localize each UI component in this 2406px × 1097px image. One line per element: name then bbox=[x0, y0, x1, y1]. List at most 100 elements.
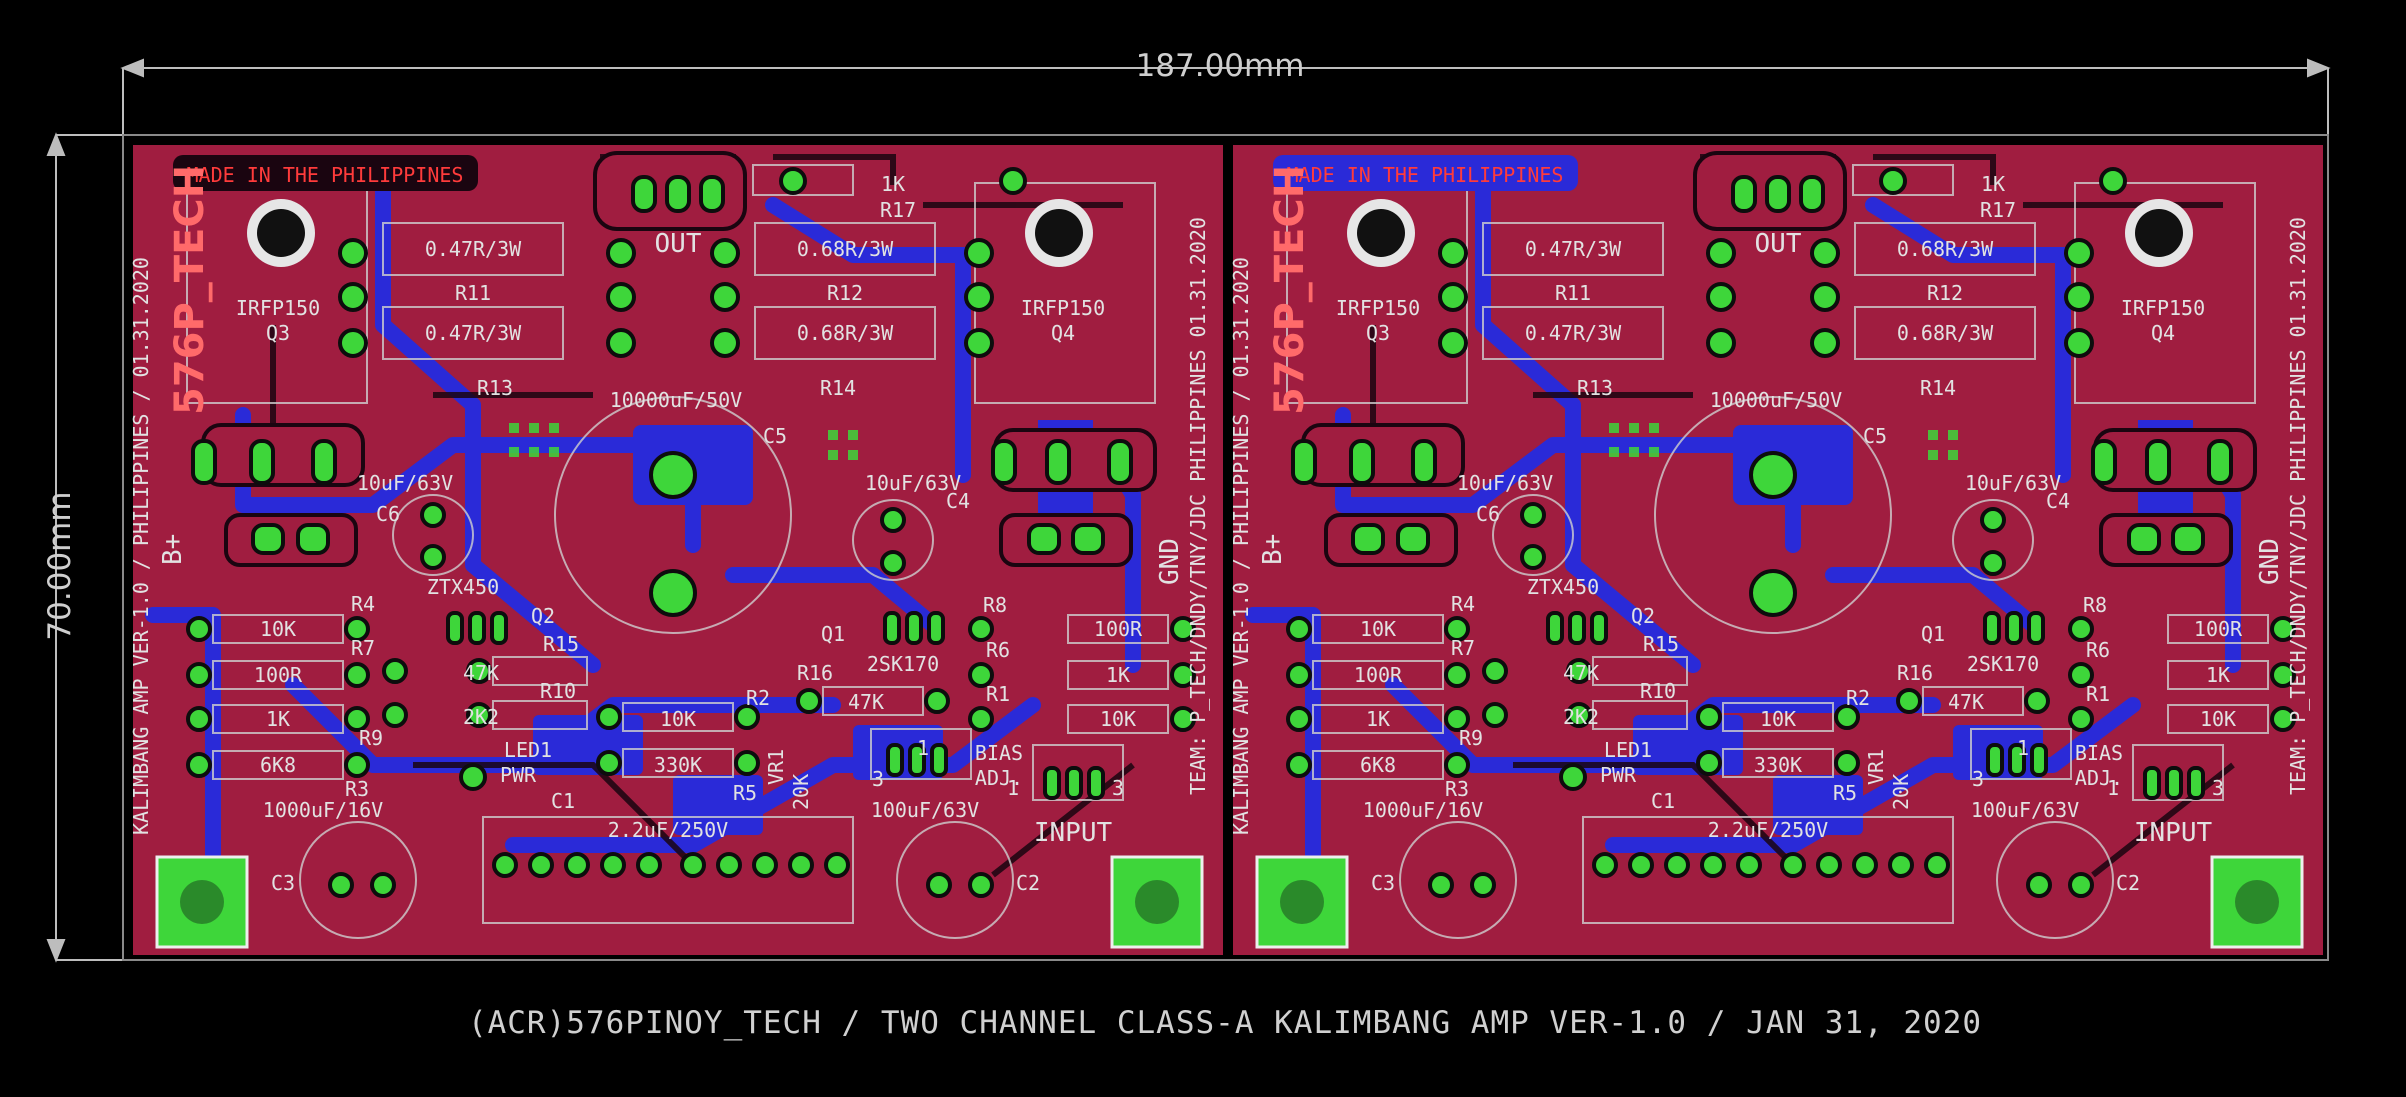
r6-ref: R6 bbox=[2086, 638, 2110, 662]
r17-value: 1K bbox=[1981, 172, 2005, 196]
c6-ref: C6 bbox=[376, 502, 400, 526]
r13-ref: R13 bbox=[1577, 376, 1613, 400]
r4-ref: R4 bbox=[351, 592, 375, 616]
r7-ref: R7 bbox=[351, 636, 375, 660]
q1-type: 2SK170 bbox=[867, 652, 939, 676]
r11-value: 0.47R/3W bbox=[1525, 237, 1622, 261]
bias-label: BIAS bbox=[2075, 741, 2123, 765]
r10-value: 2K2 bbox=[463, 705, 499, 729]
r5-ref: R5 bbox=[1833, 781, 1857, 805]
input-label: INPUT bbox=[1034, 818, 1113, 848]
ztx450-label: ZTX450 bbox=[427, 575, 499, 599]
r16-value: 47K bbox=[1948, 690, 1984, 714]
r7-value: 100R bbox=[254, 663, 303, 687]
out-label: OUT bbox=[655, 229, 702, 259]
bias-label: BIAS bbox=[975, 741, 1023, 765]
r13-value: 0.47R/3W bbox=[1525, 321, 1622, 345]
out-label: OUT bbox=[1755, 229, 1802, 259]
input-label: INPUT bbox=[2134, 818, 2213, 848]
q4-ref: Q4 bbox=[2151, 321, 2175, 345]
edge-text-left: KALIMBANG AMP VER-1.0 / PHILIPPINES / 01… bbox=[1229, 257, 1253, 835]
c1-value: 2.2uF/250V bbox=[608, 818, 728, 842]
width-dimension-label: 187.00mm bbox=[1135, 48, 1305, 84]
r16-ref: R16 bbox=[1897, 661, 1933, 685]
r12-ref: R12 bbox=[827, 281, 863, 305]
r15-value: 47K bbox=[1563, 661, 1599, 685]
ztx450-label: ZTX450 bbox=[1527, 575, 1599, 599]
vr1-value: 20K bbox=[1889, 774, 1913, 810]
r12-value: 0.68R/3W bbox=[797, 237, 894, 261]
q3-type: IRFP150 bbox=[236, 296, 320, 320]
q1-ref: Q1 bbox=[821, 622, 845, 646]
r15-ref: R15 bbox=[543, 632, 579, 656]
c2-value: 100uF/63V bbox=[1971, 798, 2079, 822]
input-pin1: 1 bbox=[2107, 776, 2119, 800]
r15-value: 47K bbox=[463, 661, 499, 685]
c6-value: 10uF/63V bbox=[357, 471, 453, 495]
r16-value: 47K bbox=[848, 690, 884, 714]
c4-value: 10uF/63V bbox=[1965, 471, 2061, 495]
vr1-ref: VR1 bbox=[764, 749, 788, 785]
c3-value: 1000uF/16V bbox=[263, 798, 383, 822]
r6-value: 1K bbox=[1106, 663, 1130, 687]
pwr-label: PWR bbox=[500, 763, 537, 787]
r1-value: 10K bbox=[2200, 707, 2236, 731]
q4-type: IRFP150 bbox=[1021, 296, 1105, 320]
r2-value: 10K bbox=[660, 707, 696, 731]
r12-ref: R12 bbox=[1927, 281, 1963, 305]
r1-ref: R1 bbox=[2086, 682, 2110, 706]
c1-ref: C1 bbox=[551, 789, 575, 813]
vr-pin3: 3 bbox=[1972, 767, 1984, 791]
input-pin3: 3 bbox=[1112, 776, 1124, 800]
r17-value: 1K bbox=[881, 172, 905, 196]
c5-value: 10000uF/50V bbox=[1710, 388, 1842, 412]
r5-value: 330K bbox=[1754, 753, 1802, 777]
vr-pin3: 3 bbox=[872, 767, 884, 791]
r9-ref: R9 bbox=[359, 726, 383, 750]
c3-value: 1000uF/16V bbox=[1363, 798, 1483, 822]
edge-text-right: TEAM: P_TECH/DNDY/TNY/JDC PHILIPPINES 01… bbox=[2286, 217, 2310, 795]
r14-value: 0.68R/3W bbox=[797, 321, 894, 345]
c6-value: 10uF/63V bbox=[1457, 471, 1553, 495]
made-in-label: MADE IN THE PHILIPPINES bbox=[1287, 163, 1564, 187]
c4-ref: C4 bbox=[2046, 489, 2070, 513]
r13-ref: R13 bbox=[477, 376, 513, 400]
team-logo: 576P_TECH bbox=[167, 165, 213, 415]
c2-ref: C2 bbox=[2116, 871, 2140, 895]
pwr-label: PWR bbox=[1600, 763, 1637, 787]
team-logo: 576P_TECH bbox=[1267, 165, 1313, 415]
r16-ref: R16 bbox=[797, 661, 833, 685]
r14-ref: R14 bbox=[1920, 376, 1956, 400]
bplus-label: B+ bbox=[158, 534, 188, 565]
r2-value: 10K bbox=[1760, 707, 1796, 731]
r17-ref: R17 bbox=[880, 198, 916, 222]
c5-ref: C5 bbox=[1863, 424, 1887, 448]
r10-ref: R10 bbox=[540, 679, 576, 703]
q3-type: IRFP150 bbox=[1336, 296, 1420, 320]
r4-value: 10K bbox=[1360, 617, 1396, 641]
edge-text-right: TEAM: P_TECH/DNDY/TNY/JDC PHILIPPINES 01… bbox=[1186, 217, 1210, 795]
c2-ref: C2 bbox=[1016, 871, 1040, 895]
r2-ref: R2 bbox=[746, 686, 770, 710]
r9-value: 1K bbox=[266, 707, 290, 731]
r1-ref: R1 bbox=[986, 682, 1010, 706]
vr1-ref: VR1 bbox=[1864, 749, 1888, 785]
gnd-label: GND bbox=[1155, 538, 1185, 585]
r5-ref: R5 bbox=[733, 781, 757, 805]
height-dimension-label: 70.00mm bbox=[42, 491, 78, 641]
r10-value: 2K2 bbox=[1563, 705, 1599, 729]
r14-ref: R14 bbox=[820, 376, 856, 400]
board-title-footer: (ACR)576PINOY_TECH / TWO CHANNEL CLASS-A… bbox=[467, 1005, 1983, 1041]
r15-ref: R15 bbox=[1643, 632, 1679, 656]
r6-ref: R6 bbox=[986, 638, 1010, 662]
r10-ref: R10 bbox=[1640, 679, 1676, 703]
q4-type: IRFP150 bbox=[2121, 296, 2205, 320]
r4-ref: R4 bbox=[1451, 592, 1475, 616]
bias-adj-label: ADJ. bbox=[2075, 766, 2123, 790]
r11-value: 0.47R/3W bbox=[425, 237, 522, 261]
r17-ref: R17 bbox=[1980, 198, 2016, 222]
input-pin1: 1 bbox=[1007, 776, 1019, 800]
r8-ref: R8 bbox=[2083, 593, 2107, 617]
